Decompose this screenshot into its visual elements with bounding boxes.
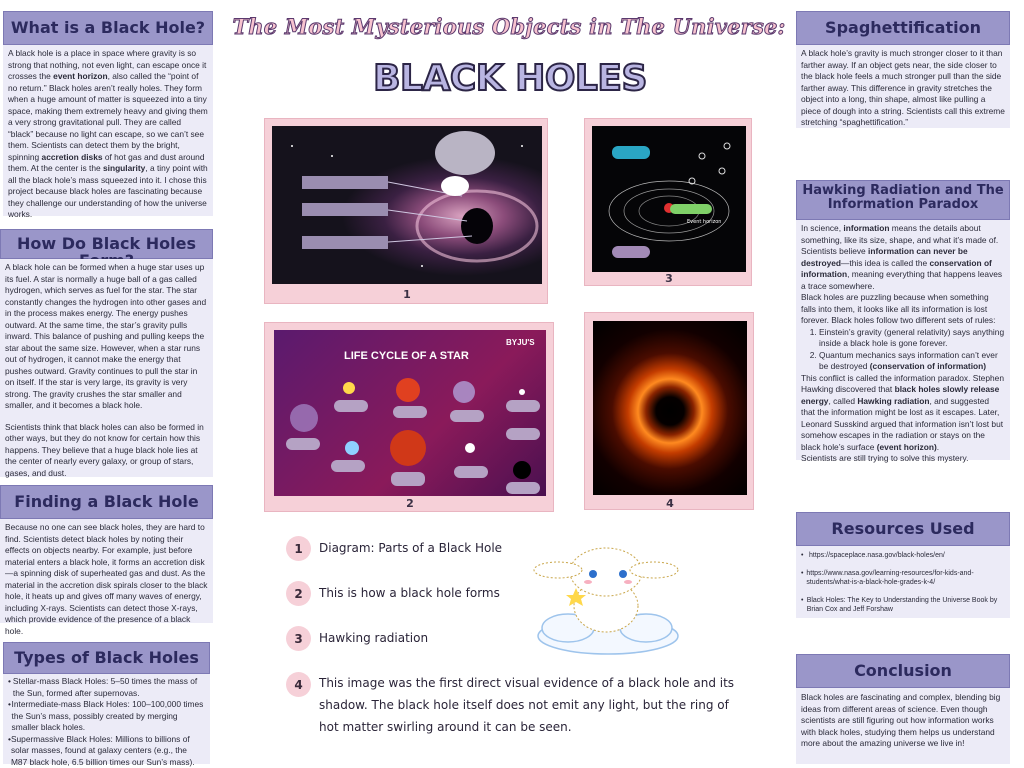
label-placeholder (450, 410, 484, 422)
label-placeholder (331, 460, 365, 472)
caption-number: 1 (286, 536, 311, 561)
form-paragraph-2: Scientists think that black holes can al… (5, 421, 204, 478)
figure-2-frame: LIFE CYCLE OF A STAR BYJU'S (264, 322, 554, 512)
figure-3-number: 3 (665, 272, 673, 285)
hawking-paragraph-2: Black holes are puzzling because when so… (801, 292, 996, 326)
caption-text: Diagram: Parts of a Black Hole (319, 541, 503, 555)
label-placeholder (391, 472, 425, 486)
hawking-radiation-diagram: Event horizon (608, 142, 731, 258)
what-paragraph: A black hole is a place in space where g… (8, 48, 208, 220)
caption-number: 2 (286, 581, 311, 606)
label-placeholder (670, 204, 712, 214)
lifecycle-title: LIFE CYCLE OF A STAR (344, 350, 469, 362)
resource-item: •https://spaceplace.nasa.gov/black-holes… (801, 552, 945, 559)
caption-1: 1 Diagram: Parts of a Black Hole (286, 536, 502, 561)
caption-text: This is how a black hole forms (319, 586, 500, 600)
resources-heading: Resources Used (796, 512, 1010, 546)
poster-subtitle: The Most Mysterious Objects in The Unive… (232, 14, 786, 40)
figure-1-frame: 1 (264, 118, 548, 304)
poster-title: BLACK HOLES (372, 57, 648, 100)
hawking-text: In science, information means the detail… (796, 220, 1010, 463)
mascot-cloud-icon (533, 547, 679, 655)
caption-4: 4 This image was the first direct visual… (286, 672, 736, 738)
label-placeholder (612, 146, 650, 159)
byjus-logo: BYJU'S (506, 338, 535, 347)
label-placeholder (286, 438, 320, 450)
label-placeholder (302, 236, 388, 249)
finding-paragraph: Because no one can see black holes, they… (5, 522, 208, 636)
event-horizon-label: Event horizon (687, 219, 721, 225)
figure-2-number: 2 (406, 497, 414, 510)
caption-number: 4 (286, 672, 311, 697)
hawking-paragraph-3: This conflict is called the information … (801, 372, 1004, 452)
what-heading: What is a Black Hole? (3, 11, 213, 45)
finding-heading: Finding a Black Hole (0, 485, 213, 519)
form-text: A black hole can be formed when a huge s… (0, 259, 213, 478)
figure-1-image (272, 126, 542, 284)
label-placeholder (506, 482, 540, 494)
form-paragraph-1: A black hole can be formed when a huge s… (5, 262, 207, 411)
figure-4-image (593, 321, 747, 495)
types-list: •Stellar-mass Black Holes: 5–50 times th… (3, 674, 210, 767)
hawking-paragraph-4: Scientists are still trying to solve thi… (801, 453, 969, 464)
label-placeholder (393, 406, 427, 418)
caption-3: 3 Hawking radiation (286, 626, 428, 651)
speech-bubble (435, 131, 495, 175)
spag-text: A black hole’s gravity is much stronger … (796, 45, 1010, 128)
figure-2-image: LIFE CYCLE OF A STAR BYJU'S (274, 330, 546, 496)
label-placeholder (506, 400, 540, 412)
what-text: A black hole is a place in space where g… (3, 45, 213, 219)
label-placeholder (302, 203, 388, 216)
label-placeholder (506, 428, 540, 440)
figure-1-number: 1 (403, 288, 411, 301)
caption-text: This image was the first direct visual e… (319, 676, 735, 734)
caption-2: 2 This is how a black hole forms (286, 581, 500, 606)
caption-number: 3 (286, 626, 311, 651)
types-heading: Types of Black Holes (3, 642, 210, 674)
resource-item: •Black Holes: The Key to Understanding t… (801, 596, 998, 614)
hawking-rule-1: Einstein’s gravity (general relativity) … (819, 327, 1005, 350)
figure-3-frame: Event horizon 3 (584, 118, 752, 286)
conclusion-paragraph: Black holes are fascinating and complex,… (801, 692, 1001, 749)
figure-4-frame: 4 (584, 312, 754, 510)
conclusion-text: Black holes are fascinating and complex,… (796, 688, 1010, 764)
resources-list: •https://spaceplace.nasa.gov/black-holes… (796, 546, 1010, 618)
spag-paragraph: A black hole’s gravity is much stronger … (801, 48, 1005, 128)
figure-4-number: 4 (666, 497, 674, 510)
types-item: •Supermassive Black Holes: Millions to b… (8, 733, 195, 767)
figure-3-image: Event horizon (592, 126, 746, 272)
form-heading: How Do Black Holes Form? (0, 229, 213, 269)
hawking-rule-2: Quantum mechanics says information can’t… (819, 350, 1005, 373)
caption-text: Hawking radiation (319, 631, 429, 645)
mascot-icon (441, 176, 469, 196)
black-hole-diagram (291, 131, 539, 267)
types-item: •Intermediate-mass Black Holes: 100–100,… (8, 699, 204, 733)
types-item: •Stellar-mass Black Holes: 5–50 times th… (8, 676, 198, 698)
lifecycle-diagram (286, 378, 540, 494)
label-placeholder (302, 176, 388, 189)
hawking-heading: Hawking Radiation and The Information Pa… (796, 180, 1010, 220)
label-placeholder (334, 400, 368, 412)
spag-heading: Spaghettification (796, 11, 1010, 45)
conclusion-heading: Conclusion (796, 654, 1010, 688)
finding-text: Because no one can see black holes, they… (0, 519, 213, 636)
label-placeholder (612, 246, 650, 258)
hawking-paragraph-1: In science, information means the detail… (801, 223, 1003, 291)
resource-item: •https://www.nasa.gov/learning-resources… (801, 569, 974, 587)
label-placeholder (454, 466, 488, 478)
